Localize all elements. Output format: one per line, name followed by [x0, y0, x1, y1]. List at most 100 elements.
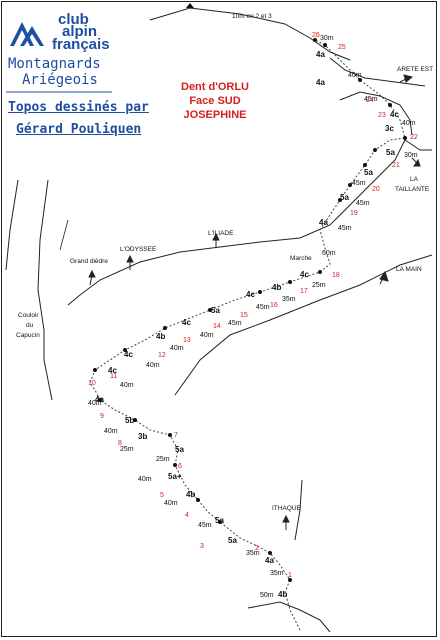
arrow-arete-est — [399, 74, 414, 83]
arrow-ithaque — [282, 514, 290, 530]
belay-dot — [388, 103, 392, 107]
pitch-grade: 4b — [278, 590, 288, 599]
pitch-length: 40m — [120, 382, 134, 389]
left-couloir-line-1 — [5, 179, 19, 271]
belay-dot — [338, 198, 342, 202]
ithaque-line — [294, 479, 303, 541]
belay-dot — [318, 270, 322, 274]
label-taillante: TAILLANTE — [395, 186, 430, 193]
route-title-face: Face SUD — [189, 95, 241, 107]
pitch-length: 35m — [246, 550, 260, 557]
pitch-length: 25m — [156, 456, 170, 463]
belay-number: 18 — [332, 272, 340, 279]
left-couloir-line-2 — [37, 179, 53, 401]
label-grand-diedre: Grand dièdre — [70, 258, 108, 265]
belay-number: 11 — [110, 373, 118, 380]
pitch-length: 40m — [88, 400, 102, 407]
belay-number: 17 — [300, 288, 308, 295]
pitch-length: 40m — [348, 72, 362, 79]
pitch-grade: 5b — [125, 416, 135, 425]
summit-marker — [186, 3, 194, 8]
pitch-grade: 4b — [156, 332, 166, 341]
label-arete-est: ARETE EST — [397, 66, 434, 73]
pitch-grade: 4b — [272, 283, 282, 292]
pitch-grade: 5a — [175, 445, 184, 454]
belay-number: 13 — [183, 337, 191, 344]
club-name-1: Montagnards — [8, 56, 101, 72]
belay-number: 25 — [338, 44, 346, 51]
club-name-2: Ariégeois — [22, 72, 98, 88]
label-couloir-1: Couloir — [18, 312, 39, 319]
pitch-length: 40m — [200, 332, 214, 339]
pitch-length: 25m — [312, 282, 326, 289]
belay-dot — [133, 418, 137, 422]
pitch-length: 45m — [352, 180, 366, 187]
pitch-length: 40m — [164, 500, 178, 507]
pitch-length: 45m — [356, 200, 370, 207]
belay-number: 4 — [185, 512, 189, 519]
pitch-grade: 4c — [300, 270, 309, 279]
pitch-grade: 5a — [340, 193, 349, 202]
belay-number: 24 — [366, 97, 374, 104]
belay-number: 10 — [88, 380, 96, 387]
label-lodyssee: L'ODYSSEE — [120, 246, 157, 253]
belay-number: 5 — [160, 492, 164, 499]
label-la-main: LA MAIN — [396, 266, 422, 273]
wall-feature-1 — [59, 219, 69, 251]
pitch-length: 40m — [170, 345, 184, 352]
belay-number: 14 — [213, 323, 221, 330]
taillante-ridge — [67, 139, 406, 306]
pitch-grade: 4a — [319, 218, 328, 227]
belay-dot — [173, 463, 177, 467]
arete-est-ridge — [329, 57, 426, 87]
pitch-length: 25m — [120, 446, 134, 453]
route-title-mountain: Dent d'ORLU — [181, 81, 249, 93]
pitch-grade: 3c — [385, 124, 394, 133]
pitch-grade: 4c — [108, 366, 117, 375]
label-top-note: 10m en 2 et 3 — [232, 13, 272, 20]
pitch-grade: 5a — [215, 516, 224, 525]
pitch-grade: 4a — [95, 395, 104, 404]
belay-dot — [93, 368, 97, 372]
arrow-liliade — [212, 232, 220, 248]
pitch-length: 45m — [256, 304, 270, 311]
belay-dot — [218, 520, 222, 524]
belay-dot — [268, 551, 272, 555]
belay-dot — [403, 136, 407, 140]
pitch-grade: 4a — [265, 556, 274, 565]
belay-number: 19 — [350, 210, 358, 217]
logo-club: club — [58, 11, 89, 28]
pitch-grade: 3b — [138, 432, 148, 441]
belay-dot — [288, 578, 292, 582]
caf-logo-mark — [10, 22, 44, 46]
pitch-grade: 5a+ — [168, 472, 182, 481]
belay-number: 1 — [288, 572, 292, 579]
belay-number: 8 — [118, 440, 122, 447]
belay-number: 9 — [100, 413, 104, 420]
pitch-grade: 4c — [246, 290, 255, 299]
belay-number: 12 — [158, 352, 166, 359]
label-couloir-3: Capucin — [16, 332, 40, 339]
pitch-grade: 5a — [228, 536, 237, 545]
logo-francais: français — [52, 36, 110, 53]
arrow-la-main — [379, 270, 389, 285]
pitch-length: 60m — [322, 250, 336, 257]
arrow-grand-diedre — [88, 269, 96, 286]
label-la: LA — [410, 176, 418, 183]
belay-dot — [323, 43, 327, 47]
route-title-name: JOSEPHINE — [183, 109, 247, 121]
logo-alpin: alpin — [62, 23, 98, 40]
pitch-length: 45m — [338, 225, 352, 232]
belay-number: 20 — [372, 186, 380, 193]
credit-line-1: Topos dessinés par — [8, 100, 149, 115]
belay-dot — [208, 308, 212, 312]
belay-number: 15 — [240, 312, 248, 319]
belay-number: 6 — [178, 463, 182, 470]
arrow-lodyssee — [126, 254, 134, 270]
pitch-length: 45m — [228, 320, 242, 327]
belay-dot — [168, 433, 172, 437]
arrow-taillante — [411, 157, 421, 167]
